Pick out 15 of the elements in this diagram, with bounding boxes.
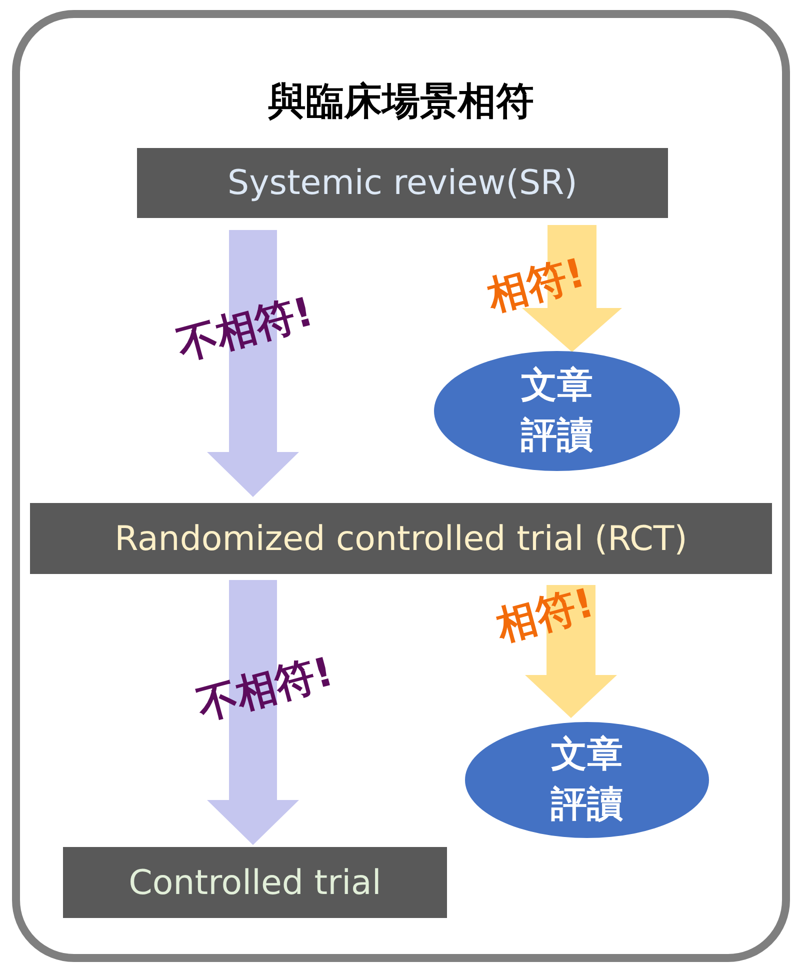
block-arrow [207,230,299,497]
edge-label: 相符! [490,578,600,652]
process-box: Randomized controlled trial (RCT) [30,503,772,574]
edge-label: 相符! [482,248,591,322]
rounded-panel [12,10,790,962]
ellipse-node: 文章評讀 [465,722,709,838]
edge-label: 不相符! [192,647,339,731]
title-text: 與臨床場景相符 [267,78,535,125]
process-box: Controlled trial [63,847,447,918]
block-arrow [207,580,299,845]
edge-label: 不相符! [172,287,319,371]
ellipse-node: 文章評讀 [434,351,680,471]
block-arrow [522,225,622,352]
process-box: Systemic review(SR) [137,148,668,218]
block-arrow [525,585,617,718]
